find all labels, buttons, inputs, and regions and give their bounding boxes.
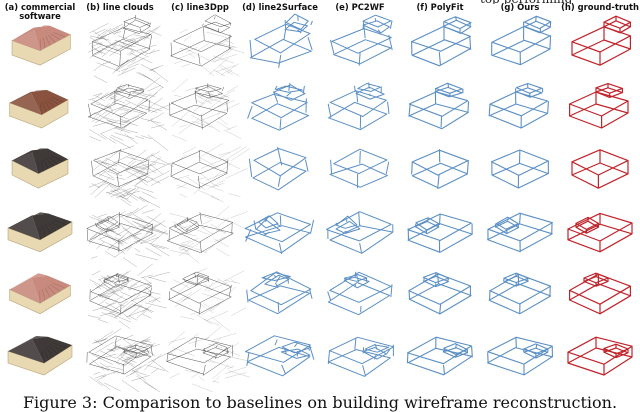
cell-row6-col2 (87, 329, 169, 392)
cell-row2-col1 (10, 90, 68, 128)
cell-row4-col3 (167, 206, 248, 263)
cell-row3-col7 (492, 150, 549, 188)
cell-row2-col6 (409, 83, 469, 128)
cell-row4-col4 (245, 213, 313, 254)
cell-row6-col4 (246, 336, 314, 376)
cell-row5-col7 (489, 273, 550, 314)
cell-row5-col6 (409, 273, 471, 315)
cell-row5-col1 (10, 273, 71, 314)
cell-row3-col8 (572, 150, 628, 188)
cell-row4-col2 (87, 205, 170, 267)
cell-row5-col3 (169, 268, 246, 331)
cell-row2-col3 (170, 79, 242, 141)
cell-row1-col3 (171, 15, 245, 77)
cell-row5-col8 (570, 273, 631, 314)
cell-row5-col4 (247, 272, 312, 314)
cell-row4-col6 (408, 214, 472, 252)
cell-row2-col2 (88, 77, 174, 151)
cell-row5-col5 (328, 272, 392, 315)
cell-row6-col1 (8, 336, 72, 375)
cell-row3-col6 (412, 149, 469, 189)
cell-row6-col8 (568, 337, 632, 375)
cell-row6-col6 (407, 337, 472, 375)
cell-row3-col5 (330, 149, 389, 188)
cell-row2-col7 (489, 84, 548, 129)
cell-row4-col1 (8, 212, 72, 251)
cell-row6-col3 (167, 326, 250, 392)
cell-row3-col3 (171, 144, 250, 203)
cell-row1-col7 (492, 16, 551, 64)
cell-row5-col2 (88, 264, 170, 329)
cell-row2-col8 (570, 84, 628, 128)
figure-caption: Figure 3: Comparison to baselines on bui… (0, 393, 640, 412)
cell-row4-col5 (327, 212, 393, 254)
cell-row1-col2 (88, 15, 168, 88)
cell-row2-col4 (248, 83, 309, 130)
cell-row1-col1 (12, 25, 70, 65)
cell-row1-col6 (412, 17, 471, 66)
cell-row4-col7 (488, 213, 553, 252)
cell-row6-col5 (328, 337, 393, 376)
cell-row1-col4 (250, 14, 312, 68)
cell-row4-col8 (568, 213, 632, 251)
cell-row3-col2 (89, 146, 173, 208)
cell-row1-col5 (330, 15, 392, 65)
cell-row3-col4 (249, 147, 308, 190)
cell-row2-col5 (328, 83, 389, 130)
wireframe-comparison-figure (0, 0, 640, 392)
cell-row6-col7 (488, 337, 553, 375)
cell-row3-col1 (12, 148, 68, 188)
cell-row1-col8 (572, 16, 630, 65)
